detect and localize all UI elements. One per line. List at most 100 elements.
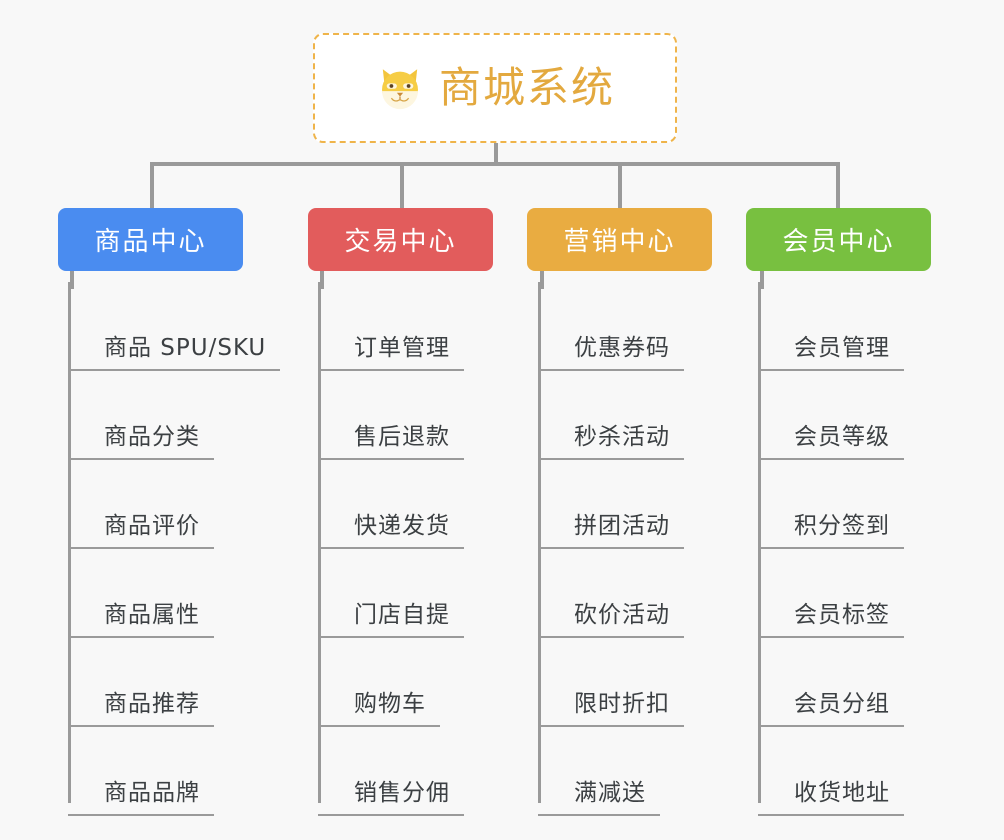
branch-spine-1 <box>68 282 71 803</box>
branch-header-3[interactable]: 营销中心 <box>527 208 712 271</box>
leaf-item-label: 限时折扣 <box>574 691 670 717</box>
leaf-item-underline <box>318 547 464 549</box>
connector-drop-1 <box>150 162 154 210</box>
leaf-item-underline <box>538 725 684 727</box>
leaf-item-label: 销售分佣 <box>354 780 450 806</box>
leaf-item[interactable]: 积分签到 <box>758 460 904 549</box>
leaf-item-label: 优惠券码 <box>574 335 670 361</box>
leaf-item[interactable]: 订单管理 <box>318 282 464 371</box>
leaf-item-underline <box>538 458 684 460</box>
leaf-item-underline <box>758 636 904 638</box>
branch-header-label-4: 会员中心 <box>782 227 895 257</box>
leaf-item[interactable]: 会员分组 <box>758 638 904 727</box>
leaf-item-label: 门店自提 <box>354 602 450 628</box>
leaf-item-underline <box>538 369 684 371</box>
leaf-item[interactable]: 会员管理 <box>758 282 904 371</box>
leaf-item-underline <box>538 636 684 638</box>
branch-items-3: 优惠券码秒杀活动拼团活动砍价活动限时折扣满减送 <box>538 282 684 816</box>
branch-spine-4 <box>758 282 761 803</box>
connector-stub-4 <box>760 271 764 289</box>
leaf-item-label: 收货地址 <box>794 780 890 806</box>
connector-stub-1 <box>70 271 74 289</box>
branch-items-2: 订单管理售后退款快递发货门店自提购物车销售分佣 <box>318 282 464 816</box>
leaf-item-underline <box>318 369 464 371</box>
leaf-item-label: 满减送 <box>574 780 646 806</box>
leaf-item[interactable]: 商品属性 <box>68 549 266 638</box>
leaf-item-underline <box>68 458 214 460</box>
leaf-item-label: 商品属性 <box>104 602 200 628</box>
leaf-item-underline <box>318 814 464 816</box>
leaf-item-underline <box>68 547 214 549</box>
leaf-item[interactable]: 拼团活动 <box>538 460 684 549</box>
leaf-item-label: 商品分类 <box>104 424 200 450</box>
leaf-item[interactable]: 商品评价 <box>68 460 266 549</box>
leaf-item-label: 商品评价 <box>104 513 200 539</box>
leaf-item[interactable]: 会员等级 <box>758 371 904 460</box>
branch-spine-2 <box>318 282 321 803</box>
leaf-item-label: 购物车 <box>354 691 426 717</box>
leaf-item[interactable]: 限时折扣 <box>538 638 684 727</box>
leaf-item[interactable]: 购物车 <box>318 638 450 727</box>
leaf-item-underline <box>68 814 214 816</box>
leaf-item-underline <box>538 814 660 816</box>
leaf-item-label: 商品品牌 <box>104 780 200 806</box>
branch-header-4[interactable]: 会员中心 <box>746 208 931 271</box>
leaf-item-label: 拼团活动 <box>574 513 670 539</box>
branch-items-1: 商品 SPU/SKU 商品分类商品评价商品属性商品推荐商品品牌 <box>68 282 280 816</box>
leaf-item[interactable]: 商品品牌 <box>68 727 266 816</box>
leaf-item[interactable]: 销售分佣 <box>318 727 464 816</box>
leaf-item-label: 秒杀活动 <box>574 424 670 450</box>
branch-spine-3 <box>538 282 541 803</box>
leaf-item[interactable]: 会员标签 <box>758 549 904 638</box>
leaf-item-underline <box>318 636 464 638</box>
leaf-item-underline <box>318 725 440 727</box>
leaf-item-label: 订单管理 <box>354 335 450 361</box>
root-title: 商城系统 <box>438 63 615 112</box>
leaf-item-label: 商品 SPU/SKU <box>104 335 267 361</box>
leaf-item[interactable]: 收货地址 <box>758 727 904 816</box>
leaf-item-underline <box>758 458 904 460</box>
leaf-item-label: 会员标签 <box>794 602 890 628</box>
leaf-item[interactable]: 满减送 <box>538 727 670 816</box>
branch-items-4: 会员管理会员等级积分签到会员标签会员分组收货地址 <box>758 282 904 816</box>
leaf-item[interactable]: 砍价活动 <box>538 549 684 638</box>
leaf-item-label: 售后退款 <box>354 424 450 450</box>
leaf-item[interactable]: 门店自提 <box>318 549 464 638</box>
leaf-item[interactable]: 优惠券码 <box>538 282 684 371</box>
connector-drop-2 <box>400 162 404 210</box>
leaf-item[interactable]: 商品 SPU/SKU <box>68 282 280 371</box>
shiba-dog-face-icon <box>382 69 418 110</box>
leaf-item-label: 会员等级 <box>794 424 890 450</box>
leaf-item-underline <box>758 369 904 371</box>
leaf-item[interactable]: 快递发货 <box>318 460 464 549</box>
leaf-item[interactable]: 商品分类 <box>68 371 266 460</box>
leaf-item-underline <box>758 725 904 727</box>
leaf-item-underline <box>68 725 214 727</box>
leaf-item[interactable]: 售后退款 <box>318 371 464 460</box>
leaf-item-label: 会员管理 <box>794 335 890 361</box>
branch-header-label-1: 商品中心 <box>94 227 207 257</box>
leaf-item-underline <box>68 369 280 371</box>
leaf-item[interactable]: 商品推荐 <box>68 638 266 727</box>
branch-header-1[interactable]: 商品中心 <box>58 208 243 271</box>
leaf-item-underline <box>758 547 904 549</box>
leaf-item-underline <box>68 636 214 638</box>
leaf-item-label: 砍价活动 <box>574 602 670 628</box>
branch-header-label-3: 营销中心 <box>563 227 676 257</box>
connector-horizontal-bar <box>150 162 840 166</box>
branch-header-2[interactable]: 交易中心 <box>308 208 493 271</box>
leaf-item-underline <box>758 814 904 816</box>
leaf-item-label: 积分签到 <box>794 513 890 539</box>
leaf-item-underline <box>318 458 464 460</box>
connector-drop-4 <box>836 162 840 210</box>
leaf-item-label: 会员分组 <box>794 691 890 717</box>
root-node[interactable]: 商城系统 <box>313 33 677 143</box>
connector-drop-3 <box>618 162 622 210</box>
branch-header-label-2: 交易中心 <box>344 227 457 257</box>
leaf-item[interactable]: 秒杀活动 <box>538 371 684 460</box>
leaf-item-underline <box>538 547 684 549</box>
connector-root-stem <box>494 143 498 164</box>
leaf-item-label: 商品推荐 <box>104 691 200 717</box>
connector-stub-2 <box>320 271 324 289</box>
